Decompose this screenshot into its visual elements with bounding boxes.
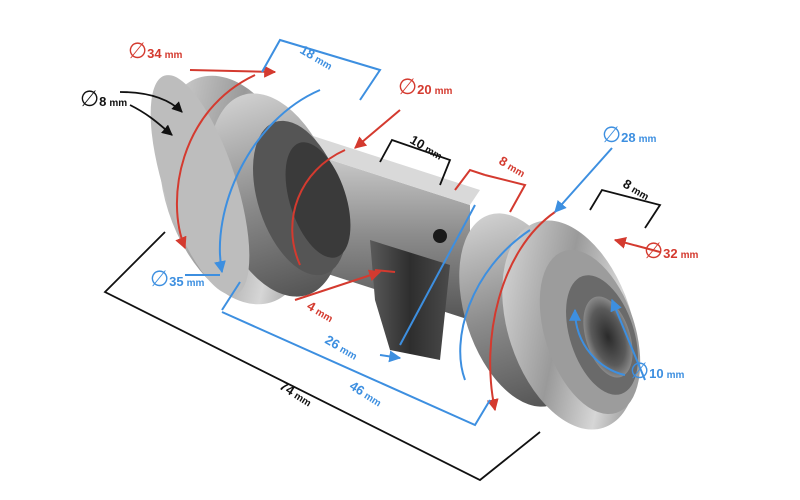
left-bearing <box>150 75 351 305</box>
red-dimension-lines <box>175 65 661 412</box>
blue-dimension-lines <box>185 38 646 427</box>
right-bearing <box>459 213 641 430</box>
black-dimension-lines <box>103 91 662 482</box>
